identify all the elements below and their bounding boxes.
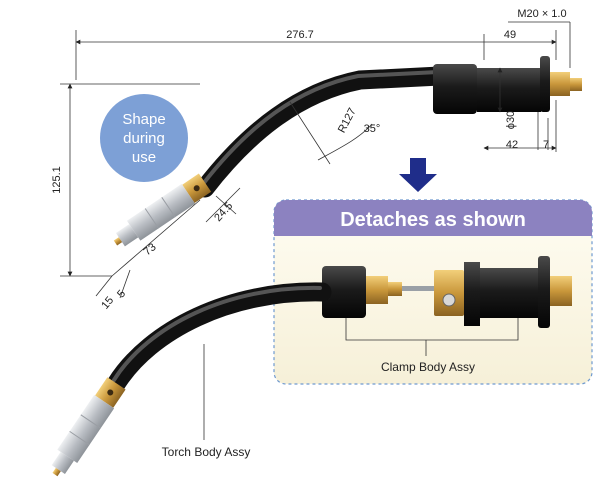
upper-torch: [113, 56, 582, 247]
badge-line-2: during: [123, 130, 165, 147]
dim-height: 125.1: [51, 166, 63, 194]
dim-tip-offset-a: 15: [99, 295, 116, 312]
detach-panel: Detaches as shown Clamp Body Assy: [273, 199, 593, 385]
dim-angle: 35°: [364, 123, 381, 135]
upper-dimensions: [60, 21, 571, 299]
badge-line-1: Shape: [122, 111, 165, 128]
dim-tip-offset-b: 5: [115, 288, 128, 300]
down-arrow-icon: [399, 158, 437, 192]
dim-rear-length: 49: [504, 29, 516, 41]
dim-diameter: ϕ30: [505, 111, 517, 129]
dim-neck-length: 73: [142, 241, 159, 258]
detach-title: Detaches as shown: [340, 209, 526, 231]
dim-body-length: 42: [506, 139, 518, 151]
dim-overall-length: 276.7: [286, 29, 314, 41]
shape-badge: Shape during use: [100, 94, 188, 182]
lower-torch: Torch Body Assy: [51, 282, 332, 477]
dim-radius: R127: [336, 106, 359, 135]
clamp-body-label: Clamp Body Assy: [381, 360, 475, 374]
torch-body-label: Torch Body Assy: [162, 445, 251, 459]
dim-nozzle-length: 24.5: [212, 200, 235, 224]
dim-thread: M20 × 1.0: [517, 8, 566, 20]
badge-line-3: use: [132, 149, 156, 166]
dim-tip-length: 7: [543, 139, 549, 151]
